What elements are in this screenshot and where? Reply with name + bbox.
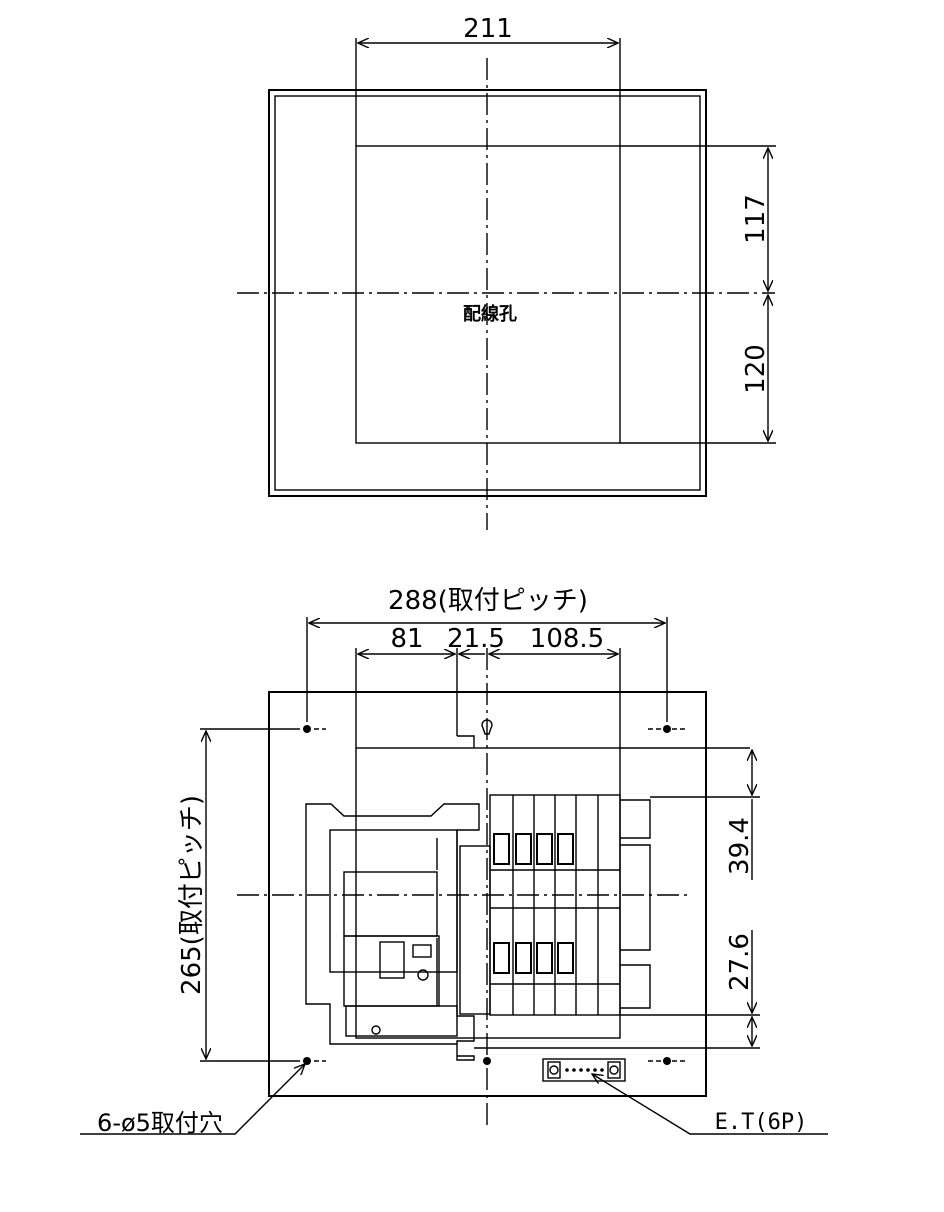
screw-icon: [549, 1065, 559, 1075]
dim-265-label: 265(取付ピッチ): [177, 795, 207, 995]
branch-breaker-handle: [557, 833, 574, 865]
wiring-hole-label: 配線孔: [463, 303, 517, 325]
leader-mount-holes: [80, 1064, 305, 1135]
mount-holes: [303, 719, 686, 1065]
mount-hole: [483, 1057, 491, 1065]
backplate: [355, 747, 621, 1039]
branch-breaker-handle: [515, 942, 532, 974]
branch-breaker-handle: [493, 942, 510, 974]
mount-holes-label: 6-ø5取付穴: [97, 1109, 223, 1137]
branch-breaker-handle: [557, 942, 574, 974]
main-breaker-outline: [305, 803, 480, 1061]
dim-108-5-label: 108.5: [530, 624, 604, 654]
dim-39-4-label: 39.4: [725, 817, 755, 875]
dim-120-label: 120: [741, 344, 771, 394]
branch-breaker-handle: [536, 942, 553, 974]
wiring-hole: [355, 145, 621, 444]
dim-81-label: 81: [390, 624, 423, 654]
main-breaker-body: [329, 829, 458, 973]
breaker-base: [345, 1005, 458, 1037]
branch-breaker-handle: [493, 833, 510, 865]
earth-terminal: [542, 1058, 626, 1082]
bottom-view: 288(取付ピッチ) 81 21.5 108.5 265(取付ピッチ) 39.4…: [80, 586, 828, 1137]
indicator-icon: [417, 969, 429, 981]
screw-icon: [609, 1065, 619, 1075]
top-view: 211 117 120 配線孔: [237, 14, 776, 530]
dim-21-5-label: 21.5: [447, 624, 505, 654]
dim-117-label: 117: [741, 194, 771, 244]
breaker-cover: [343, 871, 438, 937]
mount-hole: [303, 1057, 311, 1065]
branch-breakers: [459, 794, 651, 1016]
branch-breaker-handle: [536, 833, 553, 865]
breaker-handle: [379, 941, 405, 979]
earth-terminal-label: E.T(6P): [715, 1110, 808, 1135]
test-button: [412, 944, 432, 958]
dim-27-6-label: 27.6: [725, 933, 755, 991]
keyhole-icon: [481, 719, 493, 735]
branch-breaker-handle: [515, 833, 532, 865]
dim-288-label: 288(取付ピッチ): [388, 586, 588, 616]
dim-211-label: 211: [463, 14, 513, 44]
leader-earth-terminal: [592, 1074, 828, 1135]
mount-hole: [303, 725, 311, 733]
